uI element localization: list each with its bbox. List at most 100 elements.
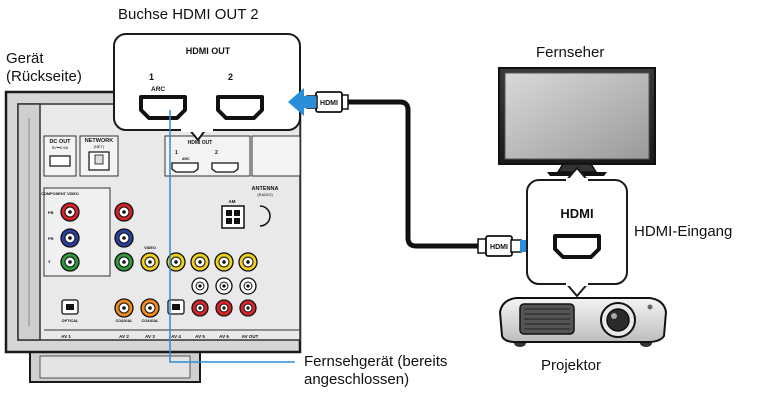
rca-jack-r3c2 — [114, 252, 134, 272]
label-projector: Projektor — [541, 357, 602, 374]
rca-jack-r2c2 — [114, 228, 134, 248]
component-video-label: COMPONENT VIDEO — [41, 192, 79, 196]
optical-label: OPTICAL — [62, 319, 79, 323]
rca-jack-r4c5 — [191, 277, 209, 295]
rca-jack-r5c3 — [140, 298, 160, 318]
receiver-hdmi-title: HDMI OUT — [188, 140, 213, 146]
rca-jack-r4c7 — [239, 277, 257, 295]
rca-jack-r3c1 — [60, 252, 80, 272]
receiver-arc-label: ARC — [182, 157, 190, 161]
projector-illustration — [498, 297, 668, 347]
projector-lens-highlight — [611, 313, 617, 319]
hdmi-plug-bottom-tip — [510, 239, 522, 253]
pr-label: PR — [48, 236, 54, 241]
optical-port-2 — [167, 299, 185, 315]
pb-label: PB — [48, 210, 54, 215]
am-terminal-a — [226, 210, 232, 216]
dc-out-rating: 5V⎓0.5A — [52, 145, 69, 150]
leader-line-tv-device — [169, 110, 295, 363]
projector-lens — [606, 308, 630, 332]
am-terminal-b — [234, 210, 240, 216]
av-label-4: AV 4 — [171, 334, 181, 339]
rca-jack-r2c1 — [60, 228, 80, 248]
rca-jack-r3c3 — [140, 252, 160, 272]
receiver-hdmi-port1-label: 1 — [175, 150, 178, 156]
ethernet-jack — [94, 154, 104, 165]
coaxial-label-2: COAXIAL — [141, 319, 159, 323]
antenna-label: ANTENNA — [252, 186, 279, 192]
label-device-rear: (Rückseite) — [6, 68, 82, 85]
label-tv: Fernseher — [536, 44, 605, 61]
callout-port1-label: 1 — [149, 72, 154, 82]
label-tv-device-line1: Fernsehgerät (bereits — [304, 353, 448, 370]
rca-jack-r1c2 — [114, 202, 134, 222]
receiver-hdmi-out1 — [171, 162, 199, 173]
rca-jack-r4c6 — [215, 277, 233, 295]
rca-jack-r3c4 — [166, 252, 186, 272]
tv-hdmi-input-box: HDMI — [526, 167, 628, 297]
hdmi-out-callout: HDMI OUT 1 2 ARC — [113, 33, 301, 141]
receiver-hdmi-port2-label: 2 — [215, 150, 218, 156]
coaxial-label-1: COAXIAL — [115, 319, 133, 323]
hdmi-cable: HDMI HDMI — [306, 91, 522, 257]
rca-jack-r5c2 — [114, 298, 134, 318]
rca-jack-r1c1 — [60, 202, 80, 222]
y-label: Y — [48, 259, 51, 264]
rca-jack-r5c5 — [191, 299, 209, 317]
video-label: VIDEO — [144, 246, 156, 250]
tv-hdmi-input-port — [553, 234, 601, 259]
label-tv-device-line2: angeschlossen) — [304, 371, 410, 388]
callout-hdmi-title: HDMI OUT — [186, 46, 231, 56]
av-label-2: AV 2 — [119, 334, 129, 339]
input-box-joint-top — [566, 178, 588, 184]
network-sub: (NET) — [94, 144, 105, 149]
fm-connector — [259, 205, 271, 227]
tv-illustration — [498, 67, 656, 176]
optical-port-1 — [61, 299, 79, 315]
hdmi-plug-top-label: HDMI — [320, 100, 338, 107]
callout-hdmi-out1-port — [139, 95, 187, 120]
am-label: AM — [229, 199, 236, 204]
cable-strain-relief-bottom — [477, 238, 487, 254]
input-box-joint-bottom — [566, 280, 588, 286]
am-terminal-d — [234, 218, 240, 224]
rca-jack-r3c6 — [214, 252, 234, 272]
receiver-right-block — [251, 135, 301, 177]
callout-arc-label: ARC — [151, 86, 165, 93]
av-label-5: AV 5 — [195, 334, 205, 339]
rca-jack-r3c5 — [190, 252, 210, 272]
receiver-foot-inner — [39, 355, 191, 379]
label-hdmi-input: HDMI-Eingang — [634, 223, 733, 240]
av-label-out: AV OUT — [242, 334, 259, 339]
cable-line — [348, 99, 484, 249]
tv-screen — [504, 72, 650, 160]
usb-port — [49, 155, 71, 167]
receiver-rear-panel: DC OUT 5V⎓0.5A NETWORK (NET) HDMI OUT 1 … — [4, 90, 302, 383]
label-hdmi-out-2: Buchse HDMI OUT 2 — [118, 6, 259, 23]
av-label-6: AV 6 — [219, 334, 229, 339]
input-box — [526, 179, 628, 285]
callout-port2-label: 2 — [228, 72, 233, 82]
callout-joint — [181, 126, 213, 132]
input-box-title: HDMI — [560, 206, 593, 221]
receiver-hdmi-out2 — [211, 162, 239, 173]
label-device: Gerät — [6, 50, 44, 67]
rca-jack-r5c6 — [215, 299, 233, 317]
antenna-sub: (RADIO) — [257, 192, 273, 197]
dc-out-label: DC OUT — [49, 139, 71, 145]
rca-jack-r5c7 — [239, 299, 257, 317]
network-label: NETWORK — [85, 138, 113, 144]
arrow-left-icon — [288, 88, 316, 116]
callout-hdmi-out2-port — [216, 95, 264, 120]
av-label-3: AV 3 — [145, 334, 155, 339]
av-label-1: AV 1 — [61, 334, 71, 339]
rca-jack-r3c7 — [238, 252, 258, 272]
jack-grid: VIDEO OPTICAL COAXIAL COAXIAL — [60, 202, 258, 323]
hdmi-plug-bottom-label: HDMI — [490, 244, 508, 251]
projector-vent-grille — [524, 308, 570, 330]
projector-indicator — [647, 304, 653, 310]
am-terminal-c — [226, 218, 232, 224]
am-terminal — [221, 205, 245, 229]
